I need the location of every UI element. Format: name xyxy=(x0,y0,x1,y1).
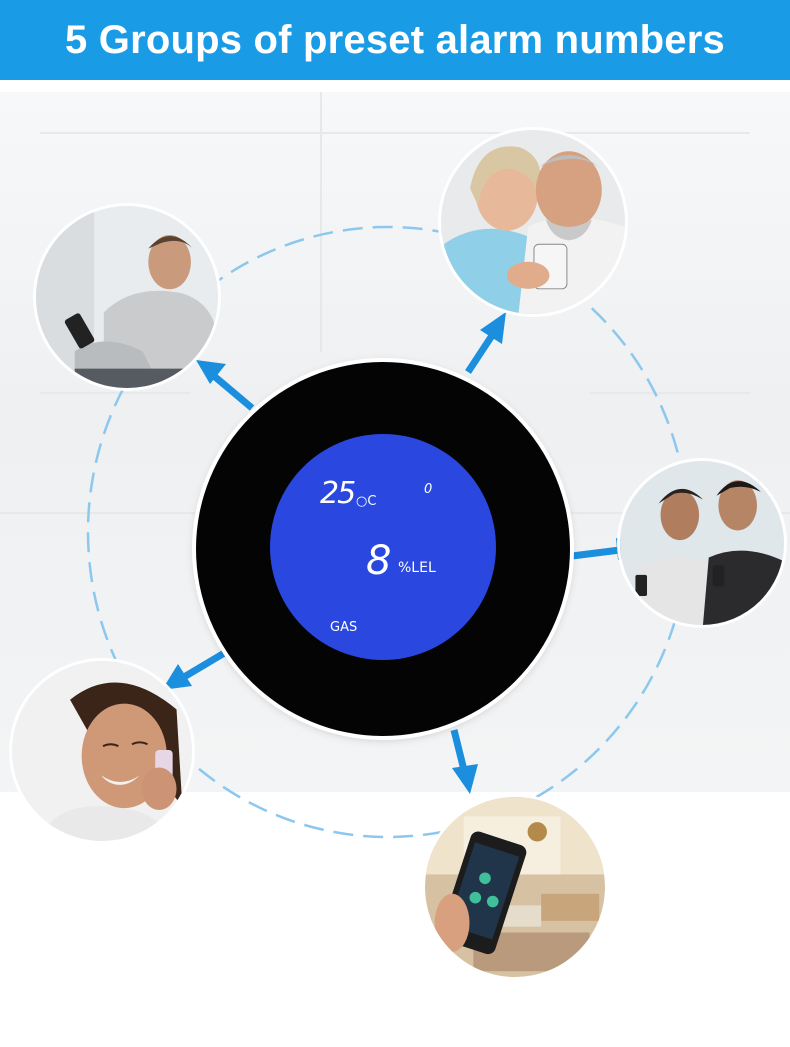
man-thinking-with-phone-photo xyxy=(33,203,221,391)
elderly-couple-with-phone-photo xyxy=(438,127,628,317)
arrow-icon-up-left xyxy=(196,360,255,411)
temperature-value: 25 xyxy=(320,476,356,511)
title-banner: 5 Groups of preset alarm numbers xyxy=(0,0,790,80)
arrow-icon-down-left xyxy=(162,648,228,690)
gas-concentration-value: 8 xyxy=(366,538,392,584)
arrow-icon-down xyxy=(450,729,478,794)
banner-title: 5 Groups of preset alarm numbers xyxy=(65,17,725,62)
smart-home-app-photo xyxy=(422,794,608,980)
status-indicator: 0 xyxy=(424,482,433,497)
arrow-icon-up-right xyxy=(465,312,506,374)
temperature-unit: ○C xyxy=(356,494,377,509)
two-men-with-phones-photo xyxy=(617,458,787,628)
lcd-screen: 25 ○C 0 8 %LEL GAS xyxy=(270,434,496,660)
gas-concentration-unit: %LEL xyxy=(398,560,436,576)
woman-on-phone-call-photo xyxy=(9,658,195,844)
gas-detector-device: 25 ○C 0 8 %LEL GAS xyxy=(196,362,570,736)
gas-label: GAS xyxy=(330,620,358,635)
